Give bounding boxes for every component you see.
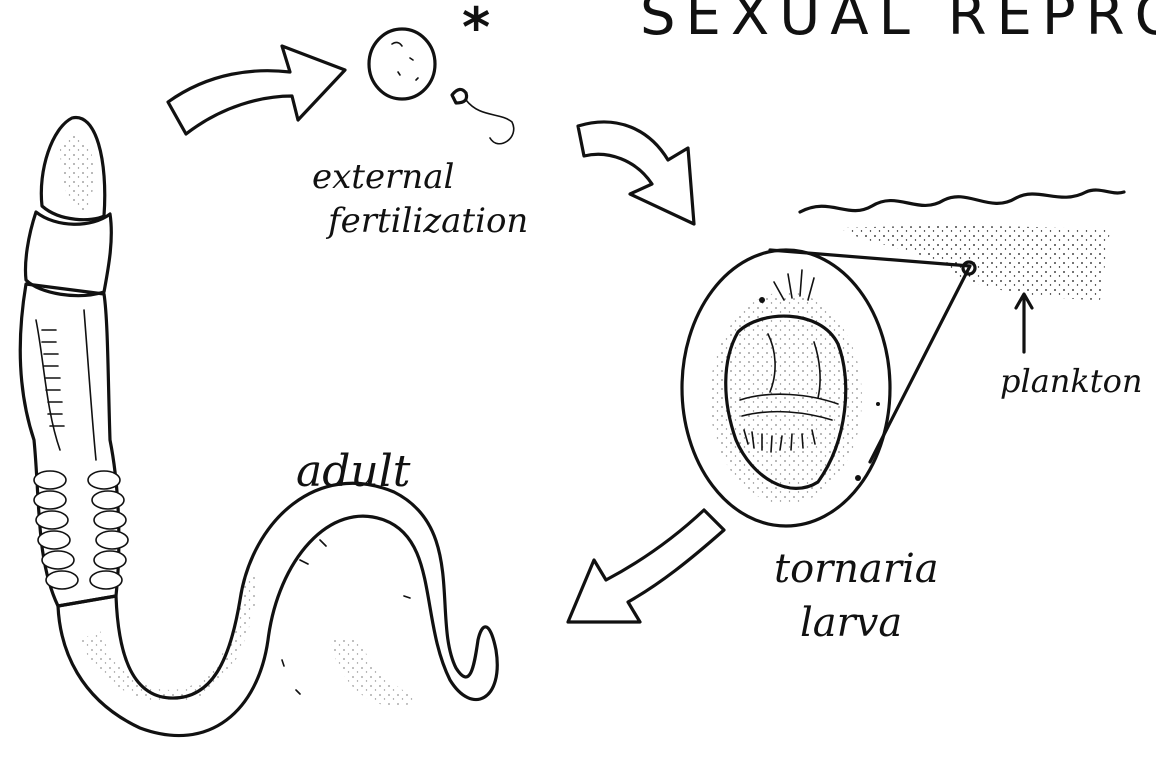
star-mark: * — [462, 0, 490, 59]
egg-and-sperm-icon — [369, 29, 514, 144]
arrow-to-adult — [568, 510, 724, 622]
fertilization-label-line2: fertilization — [325, 201, 528, 241]
adult-label: adult — [296, 446, 411, 497]
plankton-label: plankton — [1000, 362, 1143, 400]
plankton-pointer-arrow — [1016, 294, 1032, 352]
tornaria-larva-illustration — [682, 250, 890, 526]
larva-label-line1: tornaria — [774, 546, 939, 592]
plankton-dots — [840, 226, 1110, 300]
title: SEXUAL REPRODUCTION — [640, 0, 1156, 48]
fertilization-label-line1: external — [312, 157, 454, 197]
arrow-to-fertilization — [168, 46, 345, 134]
larva-label-line2: larva — [800, 600, 902, 646]
arrow-to-larva — [578, 122, 694, 224]
sea-surface-waves — [800, 190, 1124, 212]
